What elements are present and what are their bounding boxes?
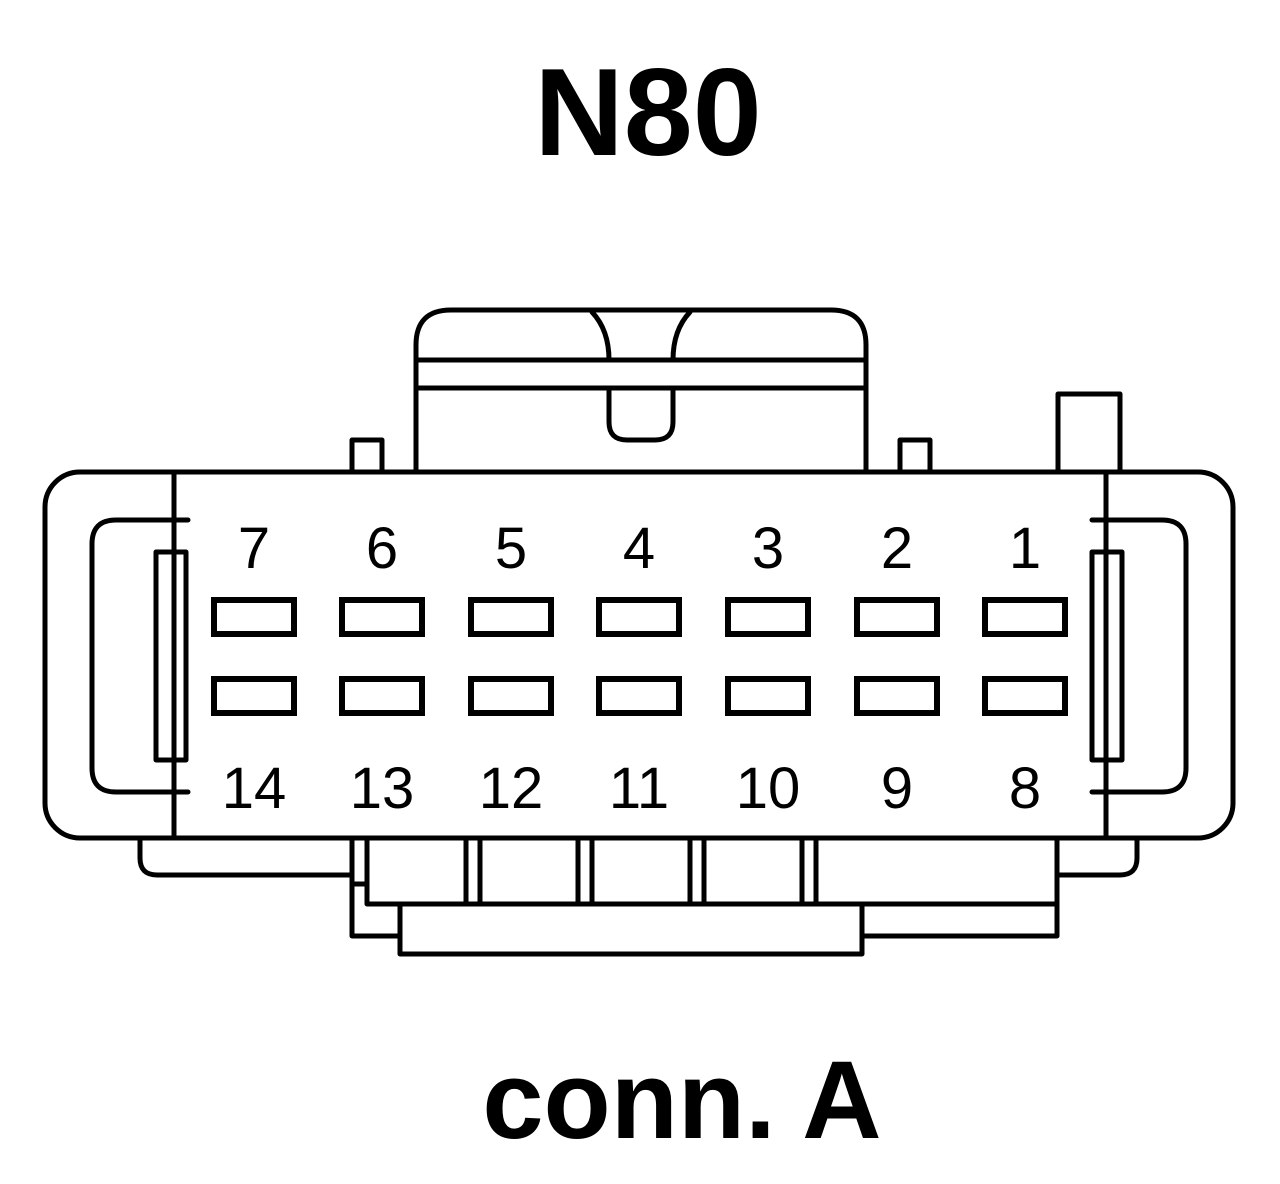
pin-label-3: 3: [752, 516, 784, 581]
left-side-lock: [89, 517, 191, 795]
pin-label-2: 2: [881, 516, 913, 581]
pin-label-6: 6: [366, 516, 398, 581]
pin-label-14: 14: [222, 756, 287, 821]
pin-label-13: 13: [350, 756, 415, 821]
top-row-pin-labels: 7 6 5 4 3 2 1: [238, 516, 1041, 581]
pin-slot-2: [854, 597, 940, 637]
pin-label-4: 4: [623, 516, 655, 581]
pin-slot-5: [468, 597, 554, 637]
pin-slot-11: [596, 676, 682, 716]
pin-label-7: 7: [238, 516, 270, 581]
pin-slot-14: [211, 676, 297, 716]
pin-slot-8: [982, 676, 1068, 716]
pin-slot-1: [982, 597, 1068, 637]
right-side-lock: [1089, 517, 1189, 795]
bottom-row-pin-slots: [211, 676, 1068, 716]
bottom-rail: [137, 833, 1140, 957]
pin-slot-12: [468, 676, 554, 716]
connector-label: conn. A: [482, 1039, 881, 1162]
pin-slot-13: [339, 676, 425, 716]
pin-label-11: 11: [609, 756, 669, 821]
pin-label-8: 8: [1009, 756, 1041, 821]
pin-slot-9: [854, 676, 940, 716]
pin-label-10: 10: [736, 756, 801, 821]
pin-label-5: 5: [495, 516, 527, 581]
pin-slot-3: [725, 597, 811, 637]
top-latch: [413, 307, 869, 475]
component-title: N80: [534, 44, 761, 182]
pin-label-9: 9: [881, 756, 913, 821]
pin-slot-4: [596, 597, 682, 637]
pin-label-1: 1: [1009, 516, 1041, 581]
connector-body: [42, 469, 1236, 841]
top-pegs: [349, 391, 1123, 478]
pin-slot-10: [725, 676, 811, 716]
pin-slot-7: [211, 597, 297, 637]
pin-label-12: 12: [479, 756, 544, 821]
pin-slot-6: [339, 597, 425, 637]
bottom-row-pin-labels: 14 13 12 11 10 9 8: [222, 756, 1041, 821]
top-row-pin-slots: [211, 597, 1068, 637]
